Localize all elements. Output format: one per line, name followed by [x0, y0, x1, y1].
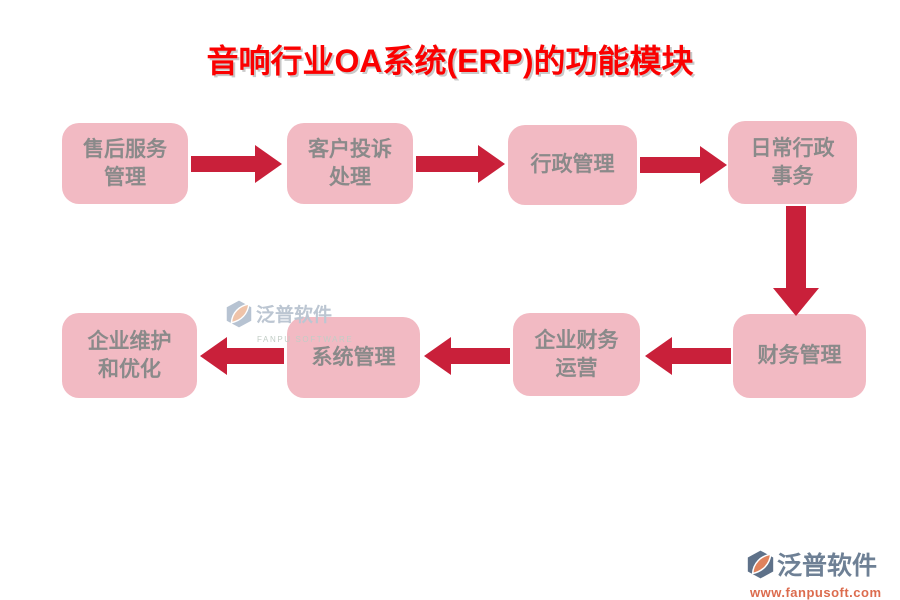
arrow-right-icon: [700, 146, 727, 184]
footer-brand-text: 泛普软件: [777, 552, 878, 580]
flow-arrow-left-5-6: [424, 337, 510, 375]
flow-arrow-right-2-3: [640, 146, 727, 184]
center-watermark: 泛普软件 FANPU SOFTWARE: [225, 299, 353, 344]
arrow-left-icon: [645, 337, 672, 375]
flow-arrow-right-1-2: [416, 145, 505, 183]
flow-node-daily-admin-affairs: 日常行政 事务: [728, 121, 857, 204]
flow-arrow-right-0-1: [191, 145, 282, 183]
arrow-shaft: [640, 157, 700, 173]
flow-arrow-left-4-5: [645, 337, 731, 375]
arrow-left-icon: [424, 337, 451, 375]
fanpu-logo-icon: [746, 549, 775, 585]
arrow-down-icon: [773, 288, 819, 316]
fanpu-logo-icon: [225, 299, 253, 334]
watermark-brand-en: FANPU SOFTWARE: [257, 335, 354, 344]
flow-node-system-management: 系统管理: [287, 317, 420, 398]
flow-arrow-left-6-7: [200, 337, 284, 375]
arrow-shaft: [227, 348, 284, 364]
footer-brand-url: www.fanpusoft.com: [750, 585, 882, 600]
flow-node-enterprise-finance-operation: 企业财务 运营: [513, 313, 640, 396]
flow-arrow-down-3-4: [773, 206, 819, 316]
arrow-left-icon: [200, 337, 227, 375]
footer-brand-logo: 泛普软件 www.fanpusoft.com: [746, 549, 882, 600]
arrow-shaft: [416, 156, 478, 172]
arrow-shaft: [451, 348, 510, 364]
page-title: 音响行业OA系统(ERP)的功能模块: [206, 43, 694, 79]
flow-node-admin-management: 行政管理: [508, 125, 637, 205]
arrow-right-icon: [255, 145, 282, 183]
flow-node-after-sales-service: 售后服务 管理: [62, 123, 188, 204]
flow-node-enterprise-maintenance: 企业维护 和优化: [62, 313, 197, 398]
flow-node-customer-complaint: 客户投诉 处理: [287, 123, 413, 204]
arrow-shaft: [672, 348, 731, 364]
arrow-shaft: [786, 206, 806, 288]
flow-node-finance-management: 财务管理: [733, 314, 866, 398]
watermark-brand-text: 泛普软件: [256, 305, 333, 327]
arrow-shaft: [191, 156, 255, 172]
arrow-right-icon: [478, 145, 505, 183]
